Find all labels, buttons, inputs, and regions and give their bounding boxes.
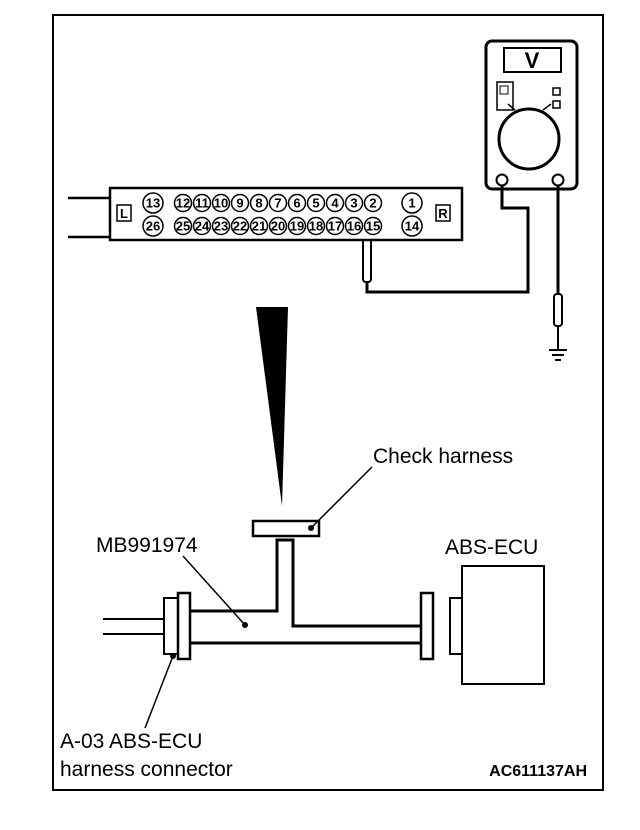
check-harness-head (251, 519, 321, 538)
bottom-pin-19 (287, 216, 307, 236)
top-pin-8 (249, 193, 269, 213)
harness-connector-back (163, 597, 179, 655)
top-pin-label-9: 9 (236, 196, 243, 211)
top-pin-label-6: 6 (293, 196, 300, 211)
meter-dial (497, 107, 561, 171)
top-pin-label-7: 7 (274, 196, 281, 211)
top-pin-1 (401, 192, 423, 214)
bottom-pin-18 (306, 216, 326, 236)
bottom-pin-16 (344, 216, 364, 236)
top-pin-2 (363, 193, 383, 213)
top-pin-3 (344, 193, 364, 213)
top-pin-11 (192, 193, 212, 213)
leader-tool (182, 555, 246, 626)
top-pin-5 (306, 193, 326, 213)
top-pin-4 (325, 193, 345, 213)
bottom-pin-23 (211, 216, 231, 236)
top-pin-label-2: 2 (369, 196, 376, 211)
bottom-pin-20 (268, 216, 288, 236)
bottom-pin-17 (325, 216, 345, 236)
voltmeter: V (484, 39, 579, 191)
top-pin-label-12: 12 (176, 196, 190, 211)
top-pin-12 (173, 193, 193, 213)
bottom-pin-label-23: 23 (214, 219, 228, 234)
meter-display-text: V (525, 48, 540, 73)
ground-icon (549, 349, 567, 361)
top-pin-13 (142, 192, 164, 214)
figure-frame (52, 14, 604, 791)
meter-display (503, 47, 562, 73)
ecu-connector (449, 597, 463, 655)
bottom-pin-label-26: 26 (146, 219, 160, 234)
top-pin-label-10: 10 (214, 196, 228, 211)
top-pin-label-13: 13 (146, 196, 160, 211)
bottom-pin-label-24: 24 (195, 219, 210, 234)
harness-connector-flange (176, 591, 192, 661)
bottom-pin-26 (142, 215, 164, 237)
connector-left-mark-box (116, 204, 132, 222)
top-pin-10 (211, 193, 231, 213)
bottom-pin-label-14: 14 (405, 219, 420, 234)
figure-code: AC611137AH (489, 763, 587, 780)
leader-check-harness (310, 466, 373, 529)
bottom-pin-22 (230, 216, 250, 236)
bottom-pin-15 (363, 216, 383, 236)
label-harness-connector-line1: A-03 ABS-ECU (60, 730, 202, 753)
top-pin-label-8: 8 (255, 196, 262, 211)
pointer-arrow (256, 307, 288, 506)
label-tool: MB991974 (96, 534, 198, 557)
top-pin-label-1: 1 (408, 196, 415, 211)
bottom-pin-label-18: 18 (309, 219, 323, 234)
label-ecu: ABS-ECU (445, 536, 538, 559)
connector-right-mark-box (435, 204, 451, 222)
bottom-pin-24 (192, 216, 212, 236)
top-pin-label-5: 5 (312, 196, 319, 211)
leader-harness-connector (144, 655, 174, 729)
harness-assembly (103, 519, 545, 685)
bottom-pin-label-15: 15 (366, 219, 380, 234)
meter-terminal-left (495, 173, 509, 187)
bottom-pin-label-17: 17 (328, 219, 342, 234)
top-pin-label-3: 3 (350, 196, 357, 211)
label-harness-connector-line2: harness connector (60, 758, 233, 781)
abs-ecu-box (461, 565, 545, 685)
top-pin-7 (268, 193, 288, 213)
bottom-pin-25 (173, 216, 193, 236)
bottom-pin-label-22: 22 (233, 219, 247, 234)
connector-right-mark: R (438, 206, 448, 221)
bottom-pin-label-19: 19 (290, 219, 304, 234)
bottom-pin-21 (249, 216, 269, 236)
bottom-pin-label-20: 20 (271, 219, 285, 234)
bottom-pin-label-21: 21 (252, 219, 266, 234)
ecu-side-flange (419, 591, 435, 661)
top-pin-label-4: 4 (331, 196, 339, 211)
top-pin-9 (230, 193, 250, 213)
bottom-pin-label-25: 25 (176, 219, 190, 234)
bottom-pin-14 (401, 215, 423, 237)
top-pin-label-11: 11 (195, 196, 209, 211)
connector-left-mark: L (120, 206, 128, 221)
ground-probe (553, 293, 563, 327)
top-pin-6 (287, 193, 307, 213)
meter-terminal-right (551, 173, 565, 187)
bottom-pin-label-16: 16 (347, 219, 361, 234)
label-check-harness: Check harness (373, 445, 513, 468)
